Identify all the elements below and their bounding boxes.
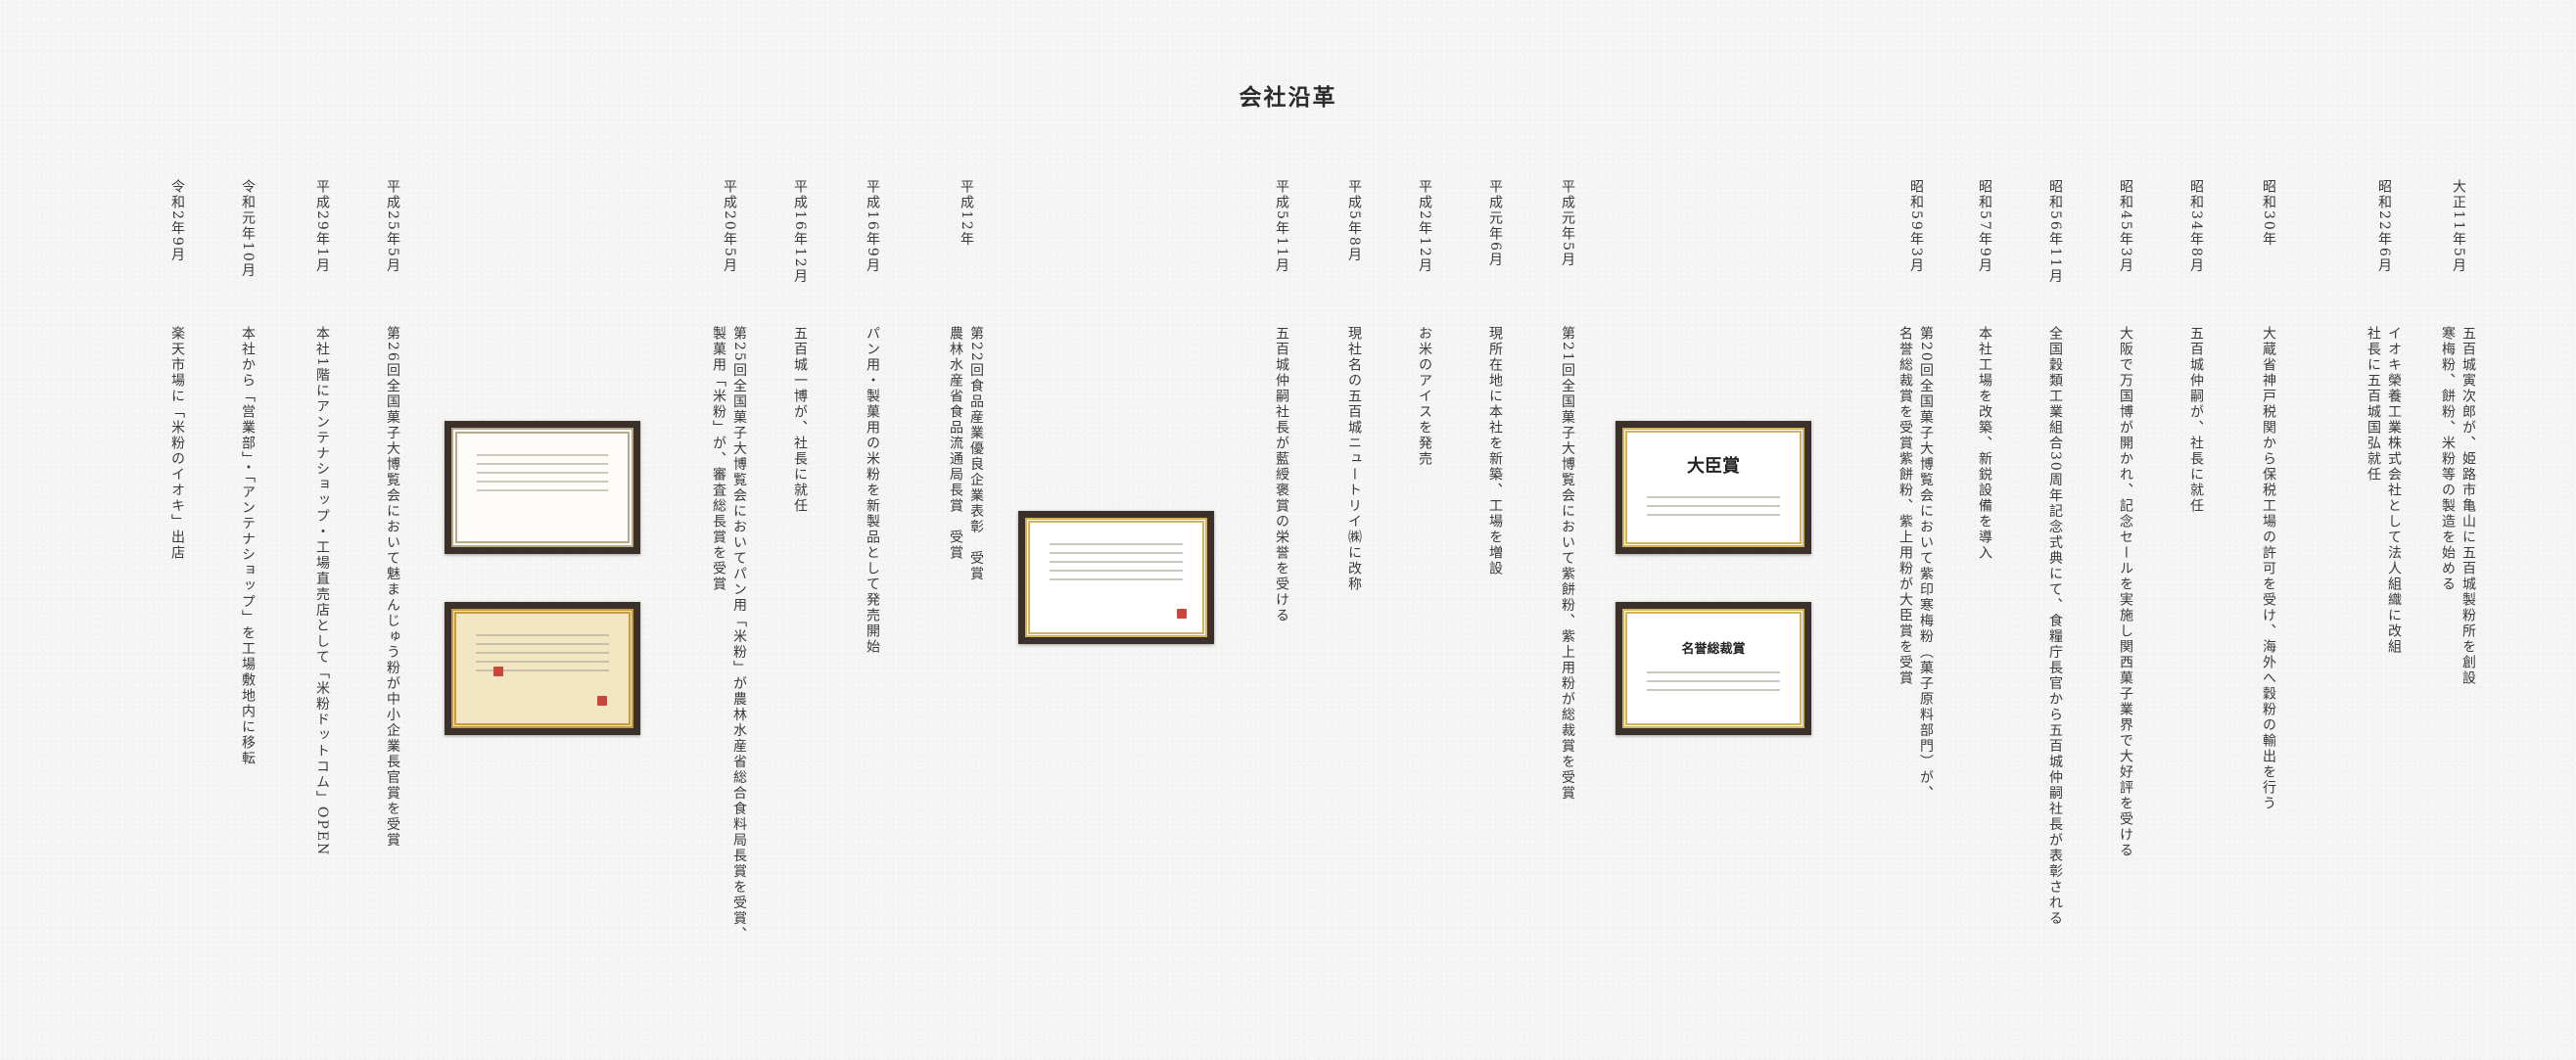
timeline-date: 平成16年9月 [865, 179, 880, 274]
timeline-date: 令和元年10月 [240, 179, 256, 279]
timeline-text: パン用・製菓用の米粉を新製品として発売開始 [862, 326, 882, 1060]
timeline-text-line: 第22回食品産業優良企業表彰 受賞 [968, 326, 984, 582]
certificate-photo-meiyo: 名誉総裁賞 [1616, 602, 1811, 735]
timeline-text: イオキ榮養工業株式会社として法人組織に改組社長に五百城国弘就任 [2363, 326, 2404, 1060]
timeline-text: 五百城一博が、社長に就任 [789, 326, 810, 1060]
timeline-text-line: 五百城仲嗣社長が藍綬褒賞の栄誉を受ける [1274, 326, 1289, 623]
timeline-date: 昭和22年6月 [2376, 179, 2392, 274]
timeline-text-line: 社長に五百城国弘就任 [2365, 326, 2381, 483]
timeline-date: 昭和57年9月 [1977, 179, 1992, 274]
timeline-text-line: イオキ榮養工業株式会社として法人組織に改組 [2386, 326, 2402, 655]
timeline-date: 平成元年5月 [1560, 179, 1575, 268]
timeline-text: お米のアイスを発売 [1414, 326, 1434, 1060]
timeline-text: 第22回食品産業優良企業表彰 受賞農林水産省食品流通局長賞 受賞 [945, 326, 986, 1060]
timeline-text: 大阪で万国博が開かれ、記念セールを実施し関西菓子業界で大好評を受ける [2115, 326, 2135, 1060]
timeline-text-line: 第20回全国菓子大博覧会において紫印寒梅粉（菓子原料部門）が、 [1918, 326, 1934, 802]
timeline-text: 全国穀類工業組合30周年記念式典にて、食糧庁長官から五百城仲嗣社長が表彰される [2044, 326, 2065, 1060]
timeline-text-line: パン用・製菓用の米粉を新製品として発売開始 [865, 326, 880, 655]
timeline-date: 平成16年12月 [792, 179, 808, 285]
timeline-text-line: 農林水産省食品流通局長賞 受賞 [948, 326, 963, 561]
timeline-text-line: 五百城一博が、社長に就任 [792, 326, 808, 514]
timeline-text-line: 五百城仲嗣が、社長に就任 [2188, 326, 2204, 514]
timeline-text-line: 大蔵省神戸税関から保税工場の許可を受け、海外へ穀粉の輸出を行う [2261, 326, 2276, 811]
timeline-text-line: 本社工場を改築、新鋭設備を導入 [1977, 326, 1992, 561]
timeline-text: 現所在地に本社を新築、工場を増設 [1484, 326, 1505, 1060]
certificate-photo-left-top [445, 421, 640, 554]
timeline-text: 五百城寅次郎が、姫路市亀山に五百城製粉所を創設寒梅粉、餅粉、米粉等の製造を始める [2437, 326, 2478, 1060]
timeline-date: 昭和45年3月 [2118, 179, 2133, 274]
timeline-text-line: 五百城寅次郎が、姫路市亀山に五百城製粉所を創設 [2460, 326, 2476, 686]
timeline-text: 第25回全国菓子大博覧会においてパン用「米粉」が農林水産省総合食料局長賞を受賞、… [708, 326, 749, 1060]
timeline-text: 楽天市場に「米粉のイオキ」出店 [166, 326, 187, 1060]
timeline-text-line: 本社1階にアンテナショップ・工場直売店として「米粉ドットコム」OPEN [314, 326, 330, 857]
timeline-date: 平成25年5月 [385, 179, 400, 274]
timeline-text-line: 第25回全国菓子大博覧会においてパン用「米粉」が農林水産省総合食料局長賞を受賞、 [731, 326, 747, 943]
timeline-text-line: 現社名の五百城ニュートリイ㈱に改称 [1346, 326, 1362, 592]
timeline-date: 平成5年8月 [1346, 179, 1362, 263]
certificate-photo-left-bottom [445, 602, 640, 735]
timeline-text: 本社から「営業部」・「アンテナショップ」を工場敷地内に移転 [237, 326, 258, 1060]
timeline-date: 平成12年 [959, 179, 974, 248]
timeline-date: 平成2年12月 [1417, 179, 1432, 274]
timeline-text: 第26回全国菓子大博覧会において魅まんじゅう粉が中小企業長官賞を受賞 [382, 326, 402, 1060]
timeline-text-line: 第26回全国菓子大博覧会において魅まんじゅう粉が中小企業長官賞を受賞 [385, 326, 400, 849]
certificate-photo-daijin: 大臣賞 [1616, 421, 1811, 554]
timeline-text-line: 大阪で万国博が開かれ、記念セールを実施し関西菓子業界で大好評を受ける [2118, 326, 2133, 858]
timeline-text: 五百城仲嗣が、社長に就任 [2185, 326, 2206, 1060]
timeline-text: 本社工場を改築、新鋭設備を導入 [1974, 326, 1994, 1060]
timeline-text-line: 製菓用「米粉」が、審査総長賞を受賞 [711, 326, 726, 592]
timeline-date: 平成元年6月 [1487, 179, 1503, 268]
timeline-date: 昭和59年3月 [1908, 179, 1924, 274]
page-title: 会社沿革 [1239, 84, 1337, 111]
timeline-text-line: 現所在地に本社を新築、工場を増設 [1487, 326, 1503, 576]
certificate-heading: 大臣賞 [1687, 456, 1740, 478]
timeline-text-line: 本社から「営業部」・「アンテナショップ」を工場敷地内に移転 [240, 326, 256, 766]
timeline-date: 大正11年5月 [2451, 179, 2466, 274]
certificate-photo-center [1018, 511, 1214, 644]
timeline-text-line: 楽天市場に「米粉のイオキ」出店 [169, 326, 185, 561]
timeline-text-line: 第21回全国菓子大博覧会において紫餅粉、紫上用粉が総裁賞を受賞 [1560, 326, 1575, 802]
timeline-text: 大蔵省神戸税関から保税工場の許可を受け、海外へ穀粉の輸出を行う [2258, 326, 2278, 1060]
timeline-text: 五百城仲嗣社長が藍綬褒賞の栄誉を受ける [1271, 326, 1291, 1060]
timeline-date: 平成20年5月 [722, 179, 737, 274]
timeline-text: 第20回全国菓子大博覧会において紫印寒梅粉（菓子原料部門）が、名誉総裁賞を受賞紫… [1895, 326, 1936, 1060]
timeline-text-line: 名誉総裁賞を受賞紫餅粉、紫上用粉が大臣賞を受賞 [1897, 326, 1913, 686]
timeline-text-line: 寒梅粉、餅粉、米粉等の製造を始める [2440, 326, 2456, 592]
timeline-text: 本社1階にアンテナショップ・工場直売店として「米粉ドットコム」OPEN [311, 326, 332, 1060]
timeline-text: 第21回全国菓子大博覧会において紫餅粉、紫上用粉が総裁賞を受賞 [1557, 326, 1577, 1060]
timeline-date: 平成5年11月 [1274, 179, 1289, 274]
timeline-date: 昭和56年11月 [2047, 179, 2063, 285]
certificate-heading: 名誉総裁賞 [1681, 641, 1746, 657]
timeline-date: 昭和34年8月 [2188, 179, 2204, 274]
timeline-text-line: お米のアイスを発売 [1417, 326, 1432, 467]
timeline-text-line: 全国穀類工業組合30周年記念式典にて、食糧庁長官から五百城仲嗣社長が表彰される [2047, 326, 2063, 927]
timeline-text: 現社名の五百城ニュートリイ㈱に改称 [1343, 326, 1364, 1060]
timeline-date: 令和2年9月 [169, 179, 185, 263]
timeline-date: 昭和30年 [2261, 179, 2276, 248]
timeline-date: 平成29年1月 [314, 179, 330, 274]
